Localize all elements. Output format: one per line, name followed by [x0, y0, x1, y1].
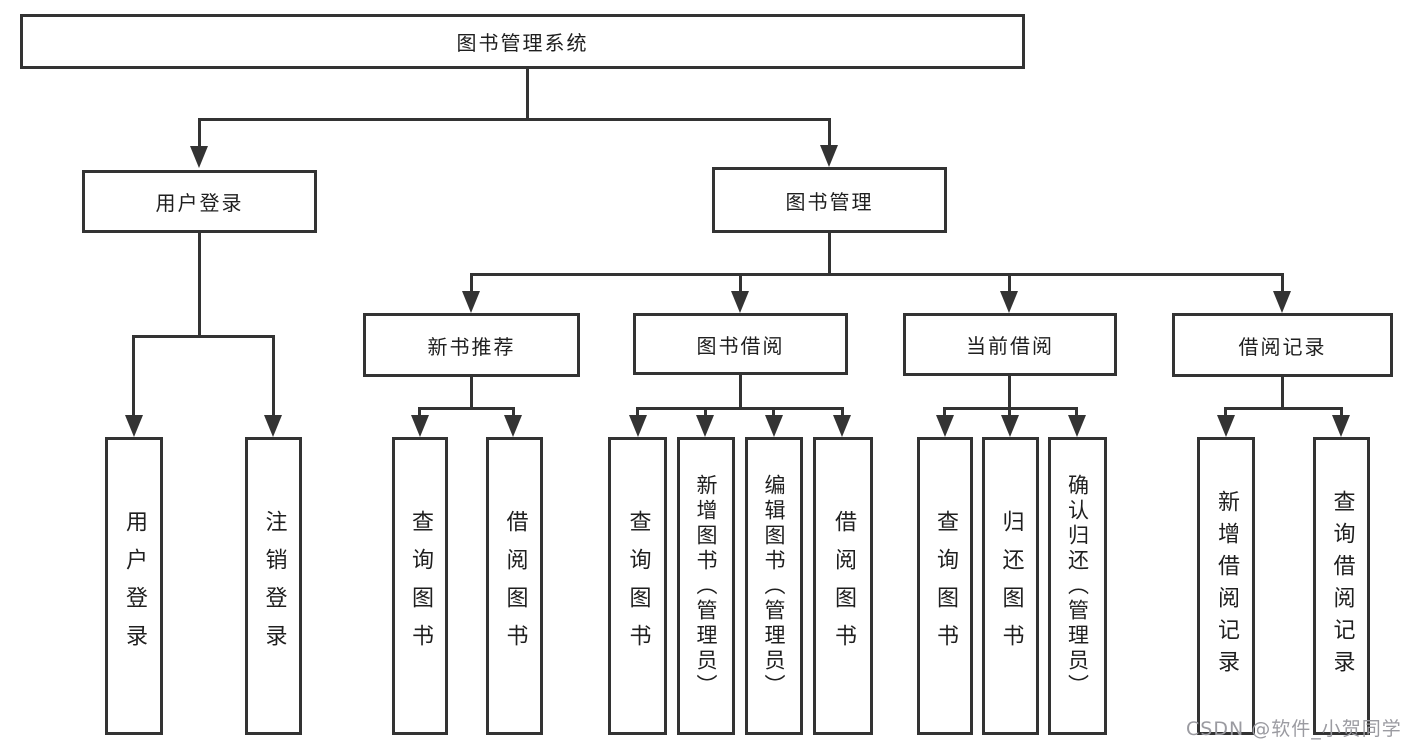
arrow-down-icon — [264, 415, 282, 437]
node-book-borrowing: 图书借阅 — [633, 313, 848, 375]
connector-new-books-stem — [470, 375, 473, 407]
connector-drop-user-login — [198, 118, 201, 150]
connector-records-branch — [1224, 407, 1343, 410]
arrow-down-icon — [696, 415, 714, 437]
connector-root-stem — [526, 69, 529, 118]
arrow-down-icon — [936, 415, 954, 437]
connector-user-login-stem — [198, 233, 201, 335]
node-book-management: 图书管理 — [712, 167, 947, 233]
arrow-down-icon — [731, 291, 749, 313]
connector-borrow-stem — [739, 375, 742, 407]
connector-drop-book-mgmt — [828, 118, 831, 150]
node-borrowing-records: 借阅记录 — [1172, 313, 1393, 377]
leaf-add-borrow-record: 新增借阅记录 — [1197, 437, 1255, 735]
connector-borrow-branch — [636, 407, 844, 410]
leaf-user-login: 用户登录 — [105, 437, 163, 735]
connector-drop-records — [1281, 273, 1284, 293]
connector-book-mgmt-branch — [470, 273, 1283, 276]
arrow-down-icon — [765, 415, 783, 437]
connector-book-mgmt-stem — [828, 233, 831, 273]
arrow-down-icon — [411, 415, 429, 437]
connector-drop-leaf — [636, 407, 639, 417]
arrow-down-icon — [1000, 291, 1018, 313]
connector-drop-leaf — [418, 407, 421, 417]
leaf-query-books-recommend: 查询图书 — [392, 437, 448, 735]
arrow-down-icon — [1273, 291, 1291, 313]
node-new-book-recommendation: 新书推荐 — [363, 313, 580, 377]
leaf-add-book-admin: 新增图书（管理员） — [677, 437, 735, 735]
node-user-login: 用户登录 — [82, 170, 317, 233]
arrow-down-icon — [462, 291, 480, 313]
connector-drop-leaf — [1224, 407, 1227, 417]
connector-drop-leaf — [1008, 407, 1011, 417]
connector-drop-leaf — [772, 407, 775, 417]
leaf-query-books-current: 查询图书 — [917, 437, 973, 735]
arrow-down-icon — [629, 415, 647, 437]
arrow-down-icon — [190, 146, 208, 168]
leaf-query-books-borrow: 查询图书 — [608, 437, 667, 735]
leaf-logout: 注销登录 — [245, 437, 302, 735]
leaf-borrow-books: 借阅图书 — [813, 437, 873, 735]
arrow-down-icon — [125, 415, 143, 437]
node-library-management-system: 图书管理系统 — [20, 14, 1025, 69]
arrow-down-icon — [833, 415, 851, 437]
connector-current-stem — [1008, 376, 1011, 407]
connector-drop-leaf — [512, 407, 515, 417]
arrow-down-icon — [1068, 415, 1086, 437]
connector-drop-borrow — [739, 273, 742, 293]
connector-drop-current — [1008, 273, 1011, 293]
connector-drop-leaf — [943, 407, 946, 417]
arrow-down-icon — [504, 415, 522, 437]
connector-drop-logout-leaf — [272, 335, 275, 419]
leaf-edit-book-admin: 编辑图书（管理员） — [745, 437, 803, 735]
connector-root-branch — [198, 118, 830, 121]
connector-new-books-branch — [419, 407, 515, 410]
connector-drop-login-leaf — [132, 335, 135, 419]
connector-records-stem — [1281, 377, 1284, 407]
leaf-borrow-books-recommend: 借阅图书 — [486, 437, 543, 735]
node-current-borrowing: 当前借阅 — [903, 313, 1117, 376]
connector-drop-leaf — [704, 407, 707, 417]
leaf-return-book: 归还图书 — [982, 437, 1039, 735]
arrow-down-icon — [820, 145, 838, 167]
leaf-query-borrow-record: 查询借阅记录 — [1313, 437, 1370, 735]
watermark: CSDN @软件_小贺同学 — [1186, 718, 1402, 740]
connector-current-branch — [944, 407, 1078, 410]
arrow-down-icon — [1217, 415, 1235, 437]
arrow-down-icon — [1001, 415, 1019, 437]
connector-drop-new-books — [470, 273, 473, 293]
arrow-down-icon — [1332, 415, 1350, 437]
leaf-confirm-return-admin: 确认归还（管理员） — [1048, 437, 1107, 735]
connector-drop-leaf — [1340, 407, 1343, 417]
connector-drop-leaf — [1075, 407, 1078, 417]
connector-drop-leaf — [841, 407, 844, 417]
connector-user-login-branch — [133, 335, 274, 338]
